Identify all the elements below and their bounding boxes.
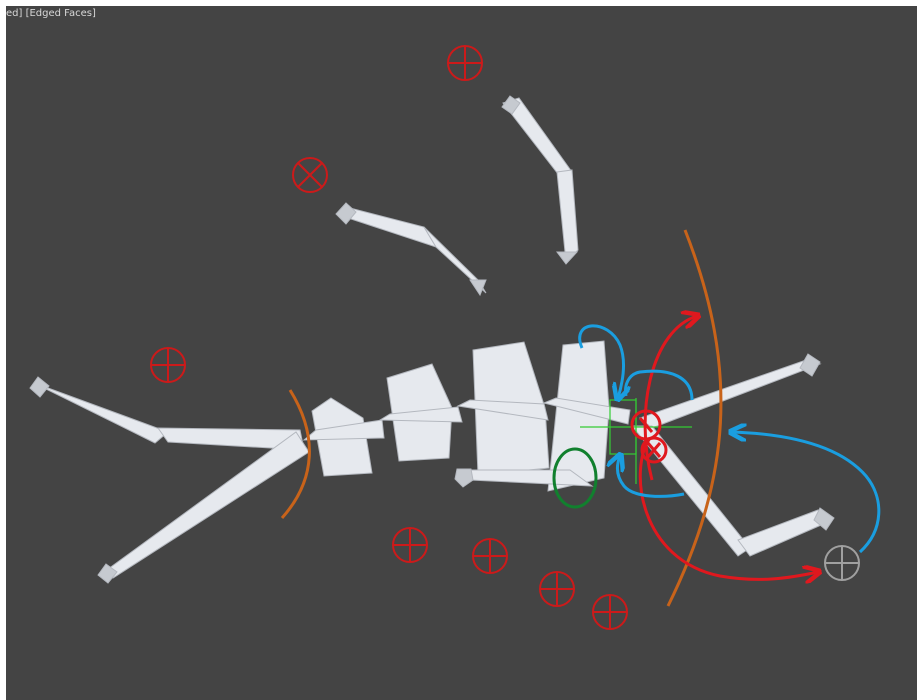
circle-x-target-icon[interactable] [292, 157, 328, 193]
bone-hand-left[interactable] [460, 469, 594, 487]
spine-bone-3[interactable] [456, 399, 549, 421]
bone-arm-lower-left[interactable] [423, 226, 487, 294]
bone-leg-upper-right[interactable] [639, 359, 822, 429]
circle-plus-target-icon[interactable] [447, 45, 483, 81]
red-arrow-up [643, 316, 697, 481]
bone-nub-tail-lower[interactable] [97, 563, 118, 584]
red-arrow-bottom [638, 437, 818, 579]
annotation-orange-arcs [280, 229, 723, 607]
orange-arc-left [280, 389, 311, 519]
scene-canvas[interactable] [6, 6, 917, 700]
circle-plus-target-icon[interactable] [472, 538, 508, 574]
3d-viewport[interactable]: ed] [Edged Faces] [6, 6, 917, 700]
bone-nub-arm-right-tip[interactable] [556, 251, 579, 265]
bone-nub-leg-foot[interactable] [813, 507, 835, 531]
bone-nub-leg-right[interactable] [799, 353, 821, 377]
bone-tail-lower[interactable] [103, 431, 310, 579]
spine-bone-4[interactable] [542, 397, 631, 425]
blue-arrow-lower [617, 456, 685, 498]
bone-arm-lower-right[interactable] [556, 169, 579, 264]
annotation-blue-arrows [578, 324, 881, 554]
orange-arc-right [666, 229, 723, 607]
bone-nub-hand-left[interactable] [454, 468, 474, 488]
red-joint-circle-2 [640, 436, 668, 464]
bone-leg-lower-b[interactable] [737, 509, 829, 557]
annotation-red-arrows [630, 316, 818, 579]
circle-plus-target-icon[interactable] [539, 571, 575, 607]
bone-arm-upper-left[interactable] [345, 206, 438, 248]
bone-nub-arm-left-tip[interactable] [469, 279, 487, 297]
bone-nub-arm-right[interactable] [501, 95, 521, 115]
blue-arrow-top-right [624, 369, 694, 401]
target-markers[interactable] [150, 45, 628, 630]
viewport-label[interactable]: ed] [Edged Faces] [6, 8, 96, 19]
bone-rig[interactable] [29, 95, 835, 584]
circle-plus-target-icon[interactable] [592, 594, 628, 630]
bone-nub-tail-upper[interactable] [29, 376, 50, 398]
circle-plus-target-icon[interactable] [150, 347, 186, 383]
circle-plus-target-icon-gray[interactable] [824, 545, 860, 581]
green-highlight-ellipse [552, 447, 598, 509]
blue-arrow-right-loop [732, 432, 881, 554]
blue-arrow-top-left [578, 324, 624, 398]
bone-tail-upper-a[interactable] [35, 383, 169, 444]
circle-plus-target-icon[interactable] [392, 527, 428, 563]
red-joint-circle-1 [630, 409, 662, 441]
bone-nub-arm-left[interactable] [335, 202, 357, 225]
spine-bone-2[interactable] [378, 406, 463, 423]
